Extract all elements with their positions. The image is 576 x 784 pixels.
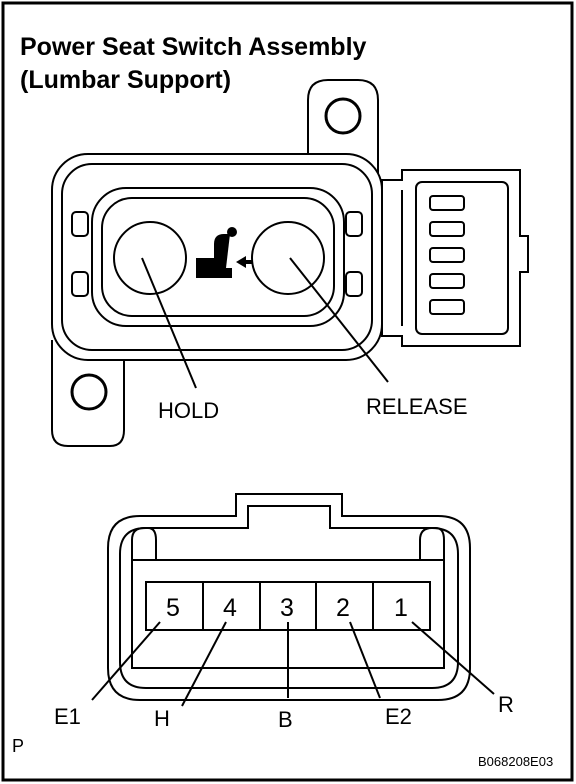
side-pin — [429, 299, 465, 315]
terminal-leader — [411, 621, 495, 695]
terminal-leader — [349, 621, 381, 699]
side-pin — [429, 247, 465, 263]
terminal-label: B — [278, 707, 293, 732]
bottom-mounting-ear — [51, 340, 125, 447]
pin-number: 3 — [280, 594, 294, 622]
button-bezel-inner — [101, 197, 335, 317]
side-pin — [429, 221, 465, 237]
pin-number: 1 — [394, 594, 408, 622]
connector-shell-inner — [119, 505, 459, 689]
seat-lumbar-icon — [196, 227, 252, 278]
side-pin — [429, 273, 465, 289]
title-line-1: Power Seat Switch Assembly — [20, 33, 367, 61]
pin-number: 4 — [223, 594, 237, 622]
side-pin — [429, 195, 465, 211]
terminal-label: R — [498, 692, 514, 717]
terminal-label: E2 — [385, 704, 412, 729]
bezel-tab-right-top — [345, 211, 363, 237]
hold-button — [113, 221, 187, 295]
release-leader — [289, 257, 389, 383]
pin-cells — [202, 582, 374, 630]
pin-number: 2 — [336, 594, 350, 622]
side-connector-inner — [415, 181, 509, 335]
terminal-leaders — [91, 621, 495, 707]
hold-label: HOLD — [158, 398, 219, 423]
terminal-label: H — [154, 706, 170, 731]
release-label: RELEASE — [366, 394, 468, 419]
terminal-label: E1 — [54, 704, 81, 729]
pin-number: 5 — [166, 594, 180, 622]
top-mounting-hole — [324, 97, 362, 135]
figure-code: B068208E03 — [478, 754, 553, 769]
connector-guide-left — [131, 527, 157, 560]
side-connector-body — [381, 169, 529, 347]
top-mounting-ear — [307, 79, 379, 200]
terminal-leader — [181, 621, 227, 707]
connector-shell-outer — [107, 493, 471, 701]
release-button — [251, 221, 325, 295]
terminal-leader — [91, 621, 161, 701]
connector-guide-right — [419, 527, 445, 560]
bezel-tab-left-bottom — [71, 271, 89, 297]
title-line-2: (Lumbar Support) — [20, 66, 231, 94]
corner-mark: P — [12, 736, 24, 756]
bottom-mounting-hole — [70, 373, 108, 411]
bezel-tab-left-top — [71, 211, 89, 237]
button-bezel — [91, 187, 345, 327]
bezel-tab-right-bottom — [345, 271, 363, 297]
switch-housing-inner — [61, 163, 373, 351]
side-connector-pins — [429, 195, 465, 315]
hold-leader — [141, 257, 197, 389]
